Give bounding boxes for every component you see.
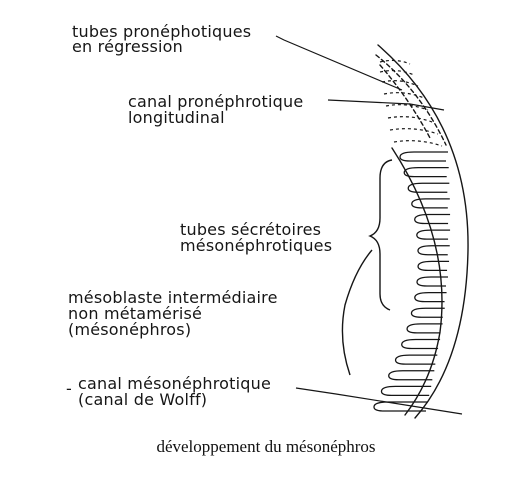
- label-pronephric-tubules-line2: en régression: [72, 37, 184, 56]
- leader-pronephric-duct: [327, 99, 445, 111]
- mesonephric-tubules: [373, 151, 451, 412]
- label-wolffian-duct-line1: canal mésonéphrotique: [78, 374, 271, 393]
- secretory-tubule: [406, 323, 443, 334]
- secretory-tubule: [416, 276, 448, 287]
- secretory-tubule: [410, 307, 445, 318]
- label-wolffian-duct-dash: -: [66, 379, 72, 398]
- secretory-tubule: [388, 370, 435, 381]
- outer-body-wall: [377, 44, 469, 419]
- intermediate-mesoderm-bracket: [341, 249, 373, 376]
- secretory-tubule: [411, 198, 450, 209]
- secretory-tubule: [399, 151, 448, 162]
- pronephric-tubules-dashed: [379, 59, 443, 147]
- figure-caption: développement du mésonéphros: [156, 437, 376, 456]
- label-intermediate-mesoderm-line3: (mésonéphros): [68, 320, 192, 339]
- label-intermediate-mesoderm-line2: non métamérisé: [68, 304, 203, 323]
- secretory-tubule: [380, 385, 432, 397]
- pronephric-dashed-inner: [379, 64, 431, 139]
- secretory-tubule: [407, 182, 450, 193]
- label-wolffian-duct-line2: (canal de Wolff): [78, 390, 208, 409]
- secretory-tubule: [414, 213, 451, 225]
- label-pronephric-tubules-line1: tubes pronéphotiques: [72, 22, 252, 41]
- leader-pronephric-tubules: [275, 35, 403, 91]
- leader-wolffian-duct: [295, 387, 463, 415]
- secretory-tubule: [394, 354, 438, 365]
- secretory-tubule: [417, 245, 450, 256]
- label-secretory-tubules-line2: mésonéphrotiques: [180, 236, 333, 255]
- label-pronephric-duct-line2: longitudinal: [128, 108, 225, 127]
- pronephric-dashed-wall: [375, 54, 447, 146]
- label-intermediate-mesoderm-line1: mésoblaste intermédiaire: [68, 288, 278, 307]
- secretory-tubule: [417, 260, 450, 272]
- secretory-tubule: [403, 166, 449, 178]
- secretory-tubule: [416, 229, 451, 240]
- secretory-tubule: [373, 401, 428, 412]
- secretory-tubule: [414, 291, 447, 303]
- secretory-tubules-bracket: [368, 159, 393, 311]
- secretory-tubule: [401, 338, 441, 350]
- label-pronephric-duct-line1: canal pronéphrotique: [128, 92, 304, 111]
- label-secretory-tubules-line1: tubes sécrétoires: [180, 220, 322, 239]
